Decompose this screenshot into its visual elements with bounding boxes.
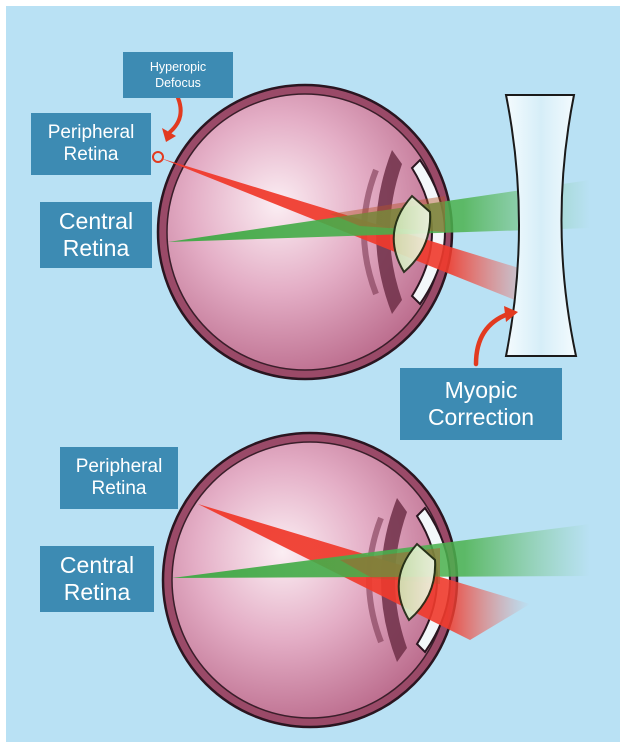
top-peripheral-retina-line2: Retina xyxy=(64,144,119,166)
bottom-eye xyxy=(163,433,590,727)
myopic-correction-line2: Correction xyxy=(428,404,534,431)
top-peripheral-retina-line1: Peripheral xyxy=(48,122,135,144)
top-central-retina-line2: Retina xyxy=(63,235,129,262)
top-central-retina-line1: Central xyxy=(59,208,133,235)
bottom-central-retina-line2: Retina xyxy=(64,579,130,606)
bottom-central-retina-line1: Central xyxy=(60,552,134,579)
bottom-peripheral-retina-line1: Peripheral xyxy=(76,456,163,478)
top-central-retina-label: Central Retina xyxy=(40,202,152,268)
bottom-peripheral-retina-label: Peripheral Retina xyxy=(60,447,178,509)
bottom-central-retina-label: Central Retina xyxy=(40,546,154,612)
hyperopic-defocus-label: Hyperopic Defocus xyxy=(123,52,233,98)
hyperopic-defocus-line1: Hyperopic xyxy=(150,59,206,75)
defocus-arrow xyxy=(170,98,181,132)
hyperopic-defocus-marker xyxy=(153,152,163,162)
myopic-correction-line1: Myopic xyxy=(445,377,518,404)
myopic-correction-label: Myopic Correction xyxy=(400,368,562,440)
top-peripheral-retina-label: Peripheral Retina xyxy=(31,113,151,175)
bottom-peripheral-retina-line2: Retina xyxy=(92,478,147,500)
correction-arrow xyxy=(476,314,508,364)
hyperopic-defocus-line2: Defocus xyxy=(155,75,201,91)
